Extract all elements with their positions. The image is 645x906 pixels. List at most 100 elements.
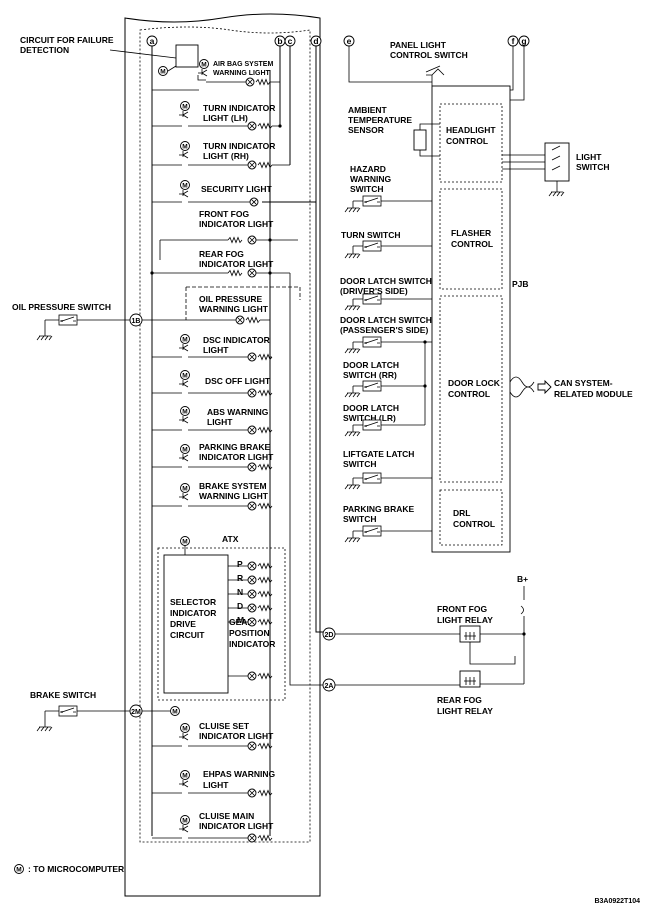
svg-text:(PASSENGER'S SIDE): (PASSENGER'S SIDE) (340, 325, 428, 335)
microcomputer-icon (158, 66, 168, 77)
connector-d: d (310, 35, 322, 47)
instrument-cluster (124, 13, 321, 897)
lamp-icon (247, 425, 257, 435)
svg-text:CONTROL: CONTROL (453, 519, 495, 529)
figure-code: B3A0922T104 (594, 898, 640, 905)
svg-text:DSC INDICATOR: DSC INDICATOR (203, 335, 270, 345)
svg-text:DOOR LOCK: DOOR LOCK (448, 378, 501, 388)
svg-text:g: g (521, 36, 526, 46)
svg-text:b: b (277, 36, 282, 46)
svg-text:P: P (237, 559, 243, 569)
cruise-main-indicator-row: CLUISE MAIN INDICATOR LIGHT (152, 811, 274, 843)
liftgate-latch-switch: LIFTGATE LATCH SWITCH (343, 449, 432, 490)
svg-text:SELECTOR: SELECTOR (170, 597, 216, 607)
ambient-temperature-sensor: AMBIENT TEMPERATURE SENSOR (348, 105, 440, 157)
svg-text:DOOR LATCH: DOOR LATCH (343, 360, 399, 370)
lamp-icon (247, 788, 257, 798)
svg-text:R: R (237, 573, 243, 583)
lamp-icon (247, 561, 257, 571)
turn-switch: TURN SWITCH (341, 230, 432, 259)
svg-text:WARNING LIGHT: WARNING LIGHT (199, 491, 269, 501)
svg-text:CONTROL: CONTROL (451, 239, 493, 249)
svg-text:DRIVE: DRIVE (170, 619, 196, 629)
svg-text:SWITCH (LR): SWITCH (LR) (343, 413, 396, 423)
microcomputer-icon (180, 483, 190, 494)
svg-text:INDICATOR: INDICATOR (170, 608, 216, 618)
lamp-icon (247, 160, 257, 170)
svg-text:INDICATOR LIGHT: INDICATOR LIGHT (199, 731, 274, 741)
svg-text:FLASHER: FLASHER (451, 228, 491, 238)
microcomputer-icon (180, 723, 190, 734)
failure-detection-box (175, 44, 199, 68)
svg-text:REAR FOG: REAR FOG (437, 695, 482, 705)
lamp-icon (247, 462, 257, 472)
selector-indicator-drive-circuit (163, 554, 229, 694)
svg-text:SWITCH: SWITCH (343, 514, 377, 524)
lamp-icon (247, 671, 257, 681)
panel-light-control-switch: PANEL LIGHT CONTROL SWITCH (390, 40, 468, 86)
light-switch: LIGHT SWITCH (502, 142, 610, 197)
microcomputer-icon (170, 706, 180, 717)
lamp-icon (245, 77, 255, 87)
door-latch-switch-drivers-side: DOOR LATCH SWITCH (DRIVER'S SIDE) (340, 276, 432, 311)
lamp-icon (247, 603, 257, 613)
lamp-icon (247, 388, 257, 398)
svg-text:INDICATOR LIGHT: INDICATOR LIGHT (199, 259, 274, 269)
lamp-icon (247, 121, 257, 131)
connector-2m: 2M (129, 704, 143, 718)
connector-2a: 2A (322, 678, 336, 692)
svg-text:DSC OFF LIGHT: DSC OFF LIGHT (205, 376, 271, 386)
svg-text:INDICATOR LIGHT: INDICATOR LIGHT (199, 452, 274, 462)
svg-text:HEADLIGHT: HEADLIGHT (446, 125, 496, 135)
microcomputer-icon (180, 101, 190, 112)
microcomputer-icon (180, 536, 190, 547)
atx-block: ATX SELECTOR INDICATOR DRIVE CIRCUIT GEA… (157, 534, 286, 701)
svg-text:TURN SWITCH: TURN SWITCH (341, 230, 401, 240)
connector-c: c (284, 35, 296, 47)
lamp-icon (247, 268, 257, 278)
lamp-icon (247, 833, 257, 843)
drl-control: DRL CONTROL (439, 489, 503, 546)
svg-text:TURN INDICATOR: TURN INDICATOR (203, 103, 275, 113)
connector-f: f (507, 35, 519, 47)
svg-text:e: e (347, 36, 352, 46)
svg-text:SWITCH: SWITCH (576, 162, 610, 172)
svg-text:LIGHT (RH): LIGHT (RH) (203, 151, 249, 161)
svg-text:CAN SYSTEM-: CAN SYSTEM- (554, 378, 613, 388)
brake-switch: BRAKE SWITCH (30, 690, 130, 732)
svg-text:SENSOR: SENSOR (348, 125, 384, 135)
microcomputer-icon (180, 444, 190, 455)
rear-fog-indicator-row: REAR FOG INDICATOR LIGHT (150, 249, 290, 278)
svg-text:FRONT FOG: FRONT FOG (437, 604, 487, 614)
svg-text:LIGHT: LIGHT (203, 780, 229, 790)
svg-text:SWITCH: SWITCH (350, 184, 384, 194)
microcomputer-icon (180, 180, 190, 191)
circuit-failure-label-2: DETECTION (20, 45, 69, 55)
svg-text:LIGHT RELAY: LIGHT RELAY (437, 706, 493, 716)
connector-e: e (343, 35, 355, 47)
lamp-icon (247, 575, 257, 585)
svg-text:TEMPERATURE: TEMPERATURE (348, 115, 412, 125)
ehpas-warning-row: EHPAS WARNING LIGHT (152, 769, 275, 798)
dsc-indicator-row: DSC INDICATOR LIGHT (152, 334, 273, 362)
lamp-icon (249, 197, 259, 207)
microcomputer-icon (180, 370, 190, 381)
rear-fog-light-relay: REAR FOG LIGHT RELAY (335, 670, 524, 716)
svg-text:2A: 2A (325, 683, 334, 690)
svg-text:ATX: ATX (222, 534, 239, 544)
svg-text:RELATED MODULE: RELATED MODULE (554, 389, 633, 399)
svg-text:PANEL LIGHT: PANEL LIGHT (390, 40, 447, 50)
oil-pressure-light-row: OIL PRESSURE WARNING LIGHT (142, 286, 301, 325)
svg-text:WARNING LIGHT: WARNING LIGHT (213, 70, 270, 77)
connector-1b: 1B (129, 313, 143, 327)
door-latch-switch-rr: DOOR LATCH SWITCH (RR) (343, 360, 427, 398)
brake-system-warning-row: BRAKE SYSTEM WARNING LIGHT (152, 481, 273, 511)
svg-text:D: D (237, 601, 243, 611)
svg-text:LIGHT RELAY: LIGHT RELAY (437, 615, 493, 625)
lamp-icon (235, 315, 245, 325)
svg-text:ABS WARNING: ABS WARNING (207, 407, 269, 417)
microcomputer-icon (180, 815, 190, 826)
svg-text:WARNING LIGHT: WARNING LIGHT (199, 304, 269, 314)
microcomputer-icon (199, 59, 209, 70)
